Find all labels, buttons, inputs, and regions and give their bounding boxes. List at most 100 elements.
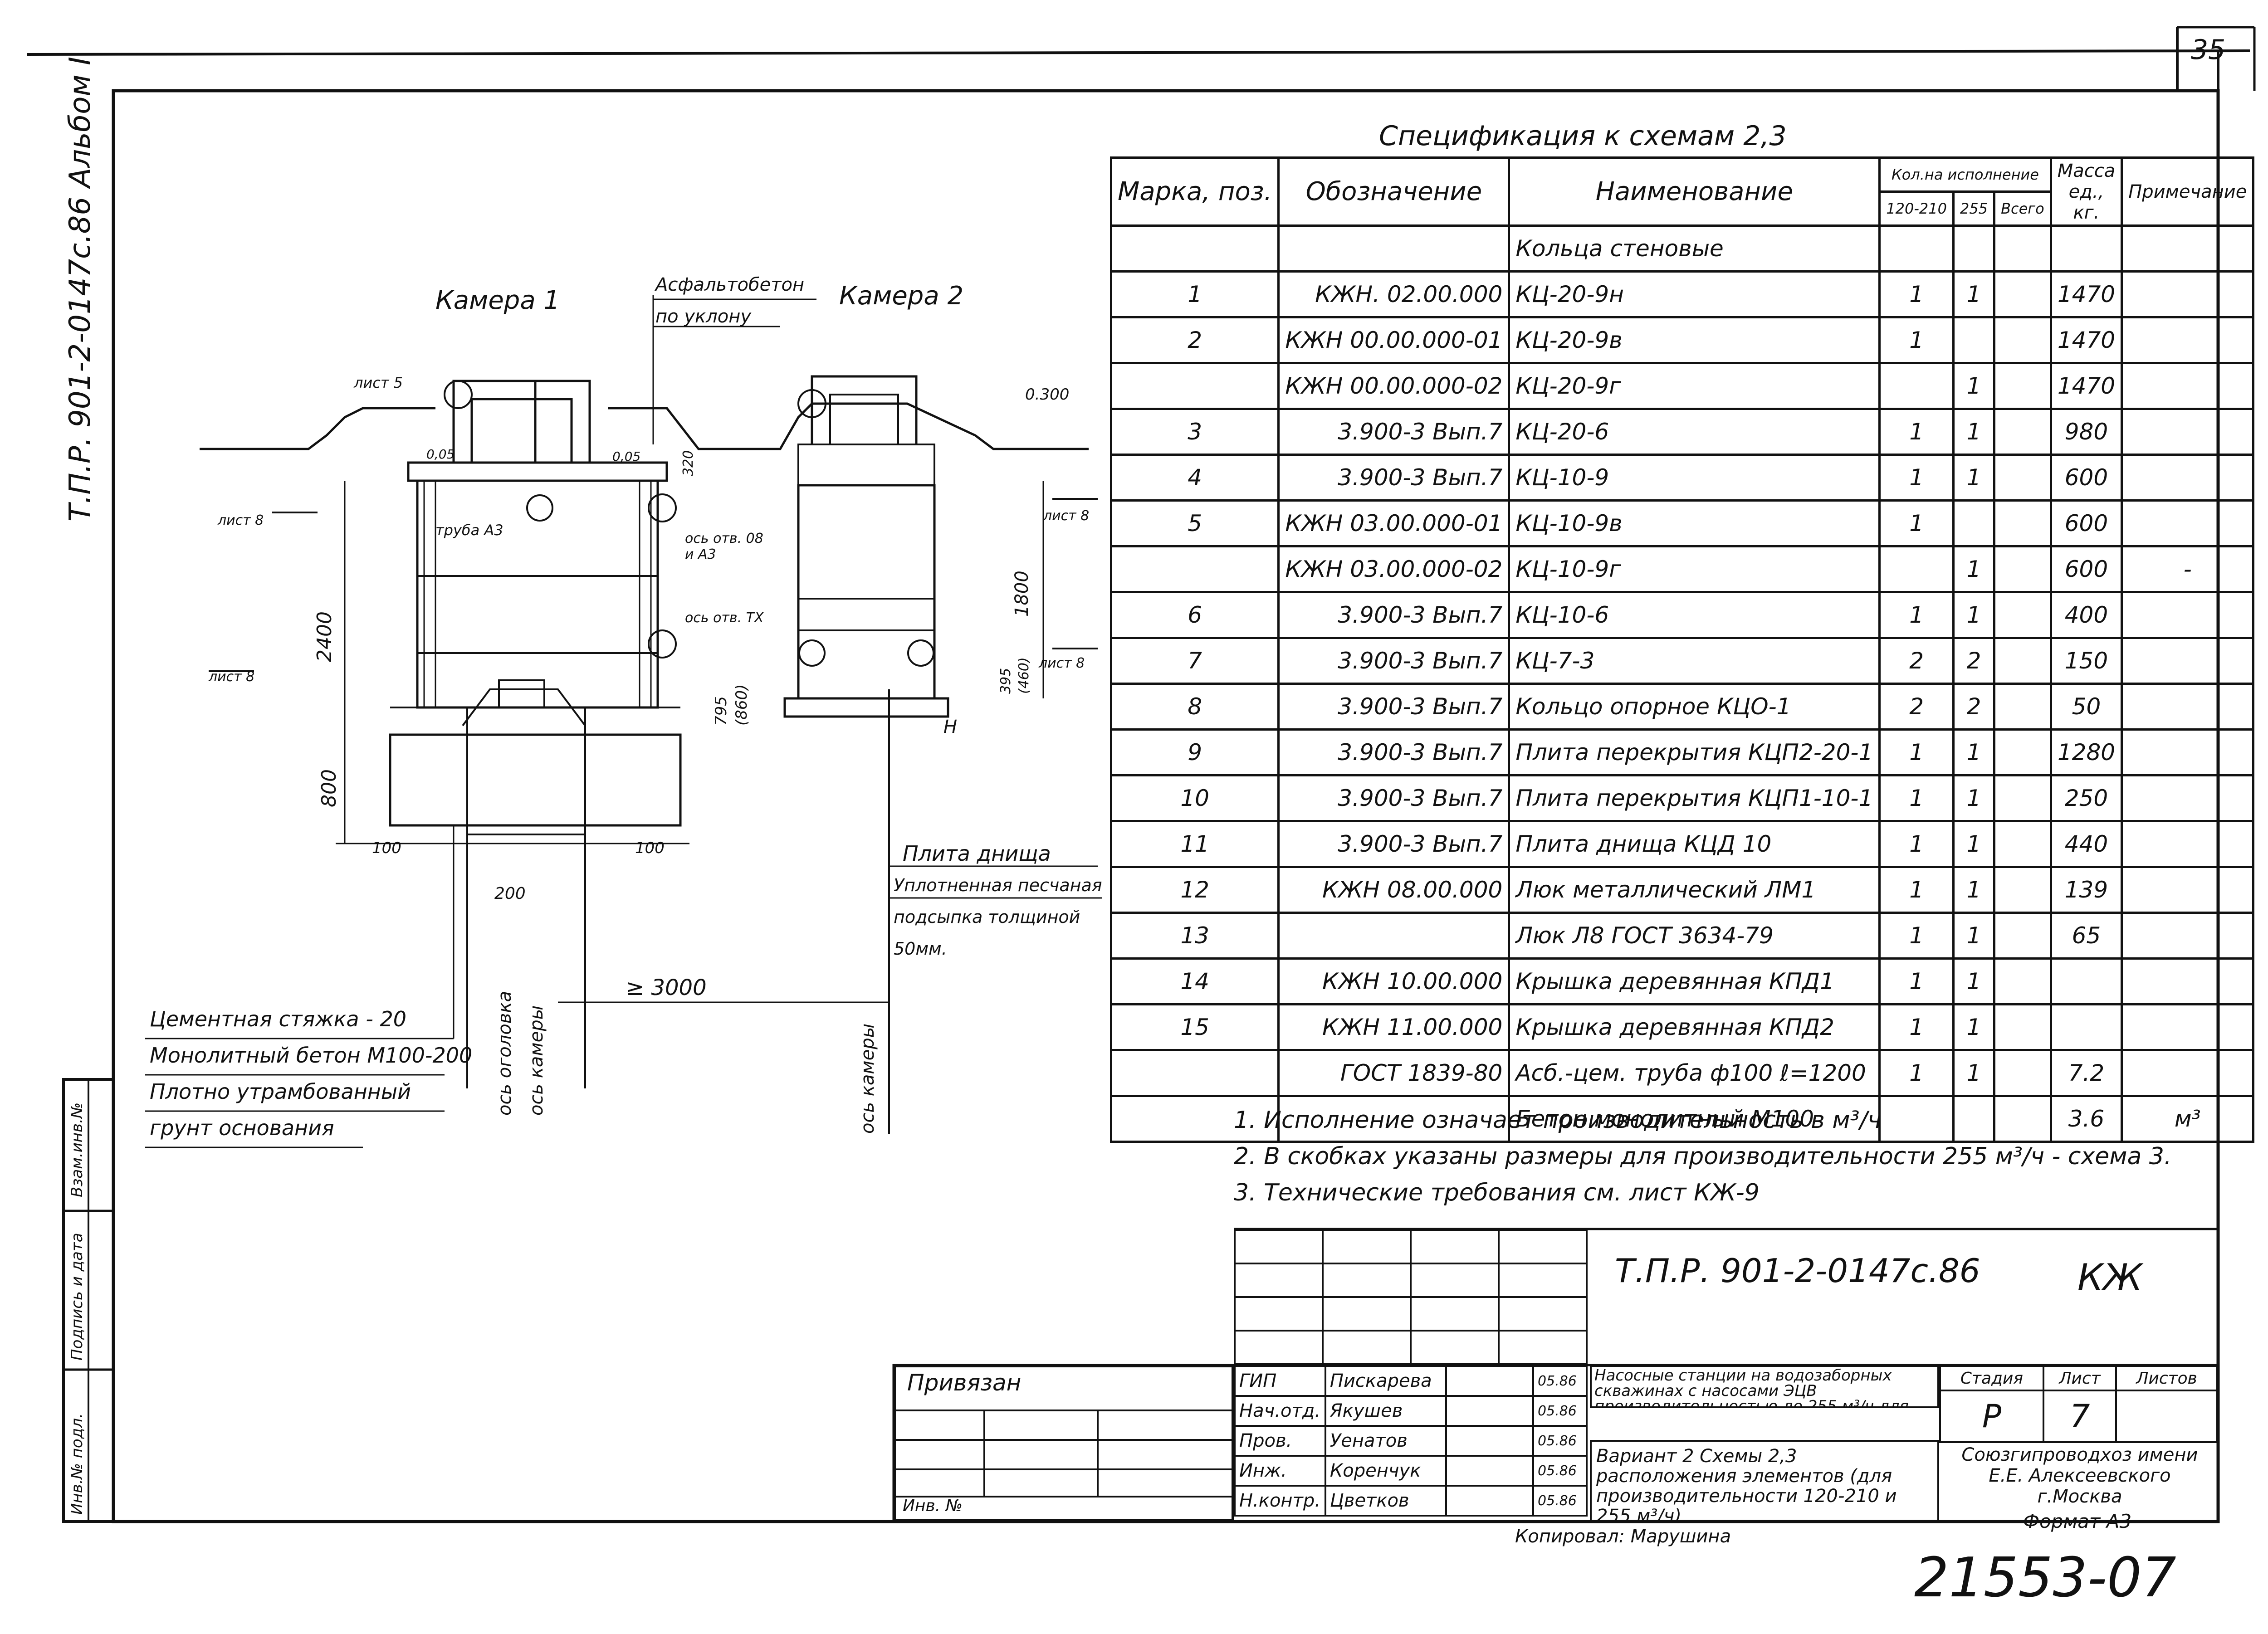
- spec-cell-q1: [1878, 545, 1955, 593]
- label-h: Н: [943, 717, 958, 737]
- spec-cell-note: [2121, 774, 2255, 822]
- spec-cell-mark: 1: [1110, 270, 1280, 318]
- role-cell-date: 05.86: [1532, 1425, 1588, 1457]
- spec-cell-note: [2121, 591, 2255, 639]
- spec-cell-q1: 1: [1878, 912, 1955, 960]
- spec-cell-q1: 1: [1878, 820, 1955, 868]
- spec-cell-total: [1993, 866, 2052, 914]
- spec-cell-total: [1993, 316, 2052, 364]
- dim-100-right: 100: [635, 839, 665, 857]
- spec-cell-mass: 400: [2049, 591, 2123, 639]
- spec-cell-name: Кольцо опорное КЦО-1: [1508, 683, 1881, 731]
- spec-cell-name: КЦ-10-6: [1508, 591, 1881, 639]
- spec-cell-note: [2121, 683, 2255, 731]
- spec-cell-mark: [1110, 1049, 1280, 1097]
- spec-cell-q1: 1: [1878, 866, 1955, 914]
- spec-cell-mass: 139: [2049, 866, 2123, 914]
- spec-cell-name: Люк Л8 ГОСТ 3634-79: [1508, 912, 1881, 960]
- col-mark: Марка, поз.: [1110, 156, 1280, 227]
- spec-cell-designation: КЖН 11.00.000: [1277, 1003, 1510, 1051]
- spec-cell-mark: [1110, 362, 1280, 410]
- dim-1800: 1800: [1012, 571, 1032, 617]
- spec-cell-mark: [1110, 1095, 1280, 1143]
- role-cell-name: Пискарева: [1324, 1365, 1447, 1397]
- spec-cell-mass: 440: [2049, 820, 2123, 868]
- note-3: 3. Технические требования см. лист КЖ-9: [1234, 1179, 1760, 1206]
- spec-table: Марка, поз. Обозначение Наименование Кол…: [1110, 156, 2255, 1143]
- spec-cell-name: КЦ-20-9г: [1508, 362, 1881, 410]
- spec-cell-total: [1993, 545, 2052, 593]
- role-cell-role: Н.контр.: [1234, 1485, 1326, 1517]
- spec-cell-q1: 1: [1878, 728, 1955, 776]
- spec-cell-total: [1993, 1003, 2052, 1051]
- spec-cell-designation: КЖН. 02.00.000: [1277, 270, 1510, 318]
- project-description: Насосные станции на водозаборных скважин…: [1590, 1365, 1939, 1408]
- role-cell-name: Якушев: [1324, 1395, 1447, 1427]
- axis-tx-label: ось отв. ТХ: [685, 610, 764, 626]
- cement-label: Цементная стяжка - 20: [150, 1007, 406, 1031]
- list8-label-b: лист 8: [209, 669, 255, 685]
- spec-cell-mark: 10: [1110, 774, 1280, 822]
- spec-cell-designation: 3.900-3 Вып.7: [1277, 454, 1510, 502]
- copied-by: Копировал: Марушина: [1515, 1526, 1731, 1547]
- spec-cell-q1: 1: [1878, 408, 1955, 456]
- spec-cell-designation: 3.900-3 Вып.7: [1277, 591, 1510, 639]
- spec-cell-q2: 1: [1952, 820, 1996, 868]
- stage-value: Р: [1939, 1390, 2044, 1443]
- sheet-header: Лист: [2042, 1365, 2117, 1391]
- sheets-header: Листов: [2115, 1365, 2218, 1391]
- spec-cell-note: [2121, 454, 2255, 502]
- list8-label-c: лист 8: [1043, 508, 1090, 524]
- signature-cell: [1445, 1395, 1534, 1427]
- spec-cell-note: [2121, 499, 2255, 547]
- dim-005-b: 0,05: [612, 449, 641, 464]
- col-qty-a: 120-210: [1878, 190, 1955, 227]
- spec-cell-note: [2121, 912, 2255, 960]
- dim-795: 795: [712, 696, 730, 726]
- ground-label-2: грунт основания: [150, 1116, 334, 1140]
- spec-cell-total: [1993, 912, 2052, 960]
- spec-cell-designation: [1277, 1095, 1510, 1143]
- spec-cell-name: КЦ-20-9н: [1508, 270, 1881, 318]
- sand-label-2: подсыпка толщиной: [894, 907, 1080, 927]
- col-mass: Масса ед., кг.: [2049, 156, 2123, 227]
- axis-cam2-label: ось камеры: [857, 1023, 878, 1134]
- signature-cell: [1445, 1425, 1534, 1457]
- spec-cell-name: Плита перекрытия КЦП1-10-1: [1508, 774, 1881, 822]
- slab-bottom-label: Плита днища: [903, 841, 1051, 866]
- section-label: Кольца стеновые: [1508, 224, 1881, 273]
- dim-005-a: 0,05: [426, 447, 455, 462]
- signature-cell: [1445, 1485, 1534, 1517]
- spec-cell-note: [2121, 270, 2255, 318]
- spec-cell-mass: 3.6: [2049, 1095, 2123, 1143]
- spec-cell-mark: 13: [1110, 912, 1280, 960]
- spec-cell-q2: 1: [1952, 1003, 1996, 1051]
- signature-cell: [1445, 1455, 1534, 1487]
- spec-cell-total: [1993, 820, 2052, 868]
- spec-cell-mass: 1470: [2049, 362, 2123, 410]
- spec-cell-mark: 11: [1110, 820, 1280, 868]
- spec-cell-mark: 14: [1110, 957, 1280, 1005]
- chamber2-label: Камера 2: [839, 281, 964, 311]
- spec-cell-name: Люк металлический ЛМ1: [1508, 866, 1881, 914]
- dim-860: (860): [733, 684, 751, 726]
- spec-cell-mass: 980: [2049, 408, 2123, 456]
- spec-cell-q2: 1: [1952, 1049, 1996, 1097]
- role-cell-date: 05.86: [1532, 1395, 1588, 1427]
- spec-cell-mass: [2049, 957, 2123, 1005]
- spec-cell-q1: 1: [1878, 591, 1955, 639]
- spec-cell-mark: 5: [1110, 499, 1280, 547]
- col-name: Наименование: [1508, 156, 1881, 227]
- spec-cell-q2: 1: [1952, 774, 1996, 822]
- revision-grid: [1234, 1229, 1588, 1365]
- ground-label-1: Плотно утрамбованный: [150, 1079, 411, 1104]
